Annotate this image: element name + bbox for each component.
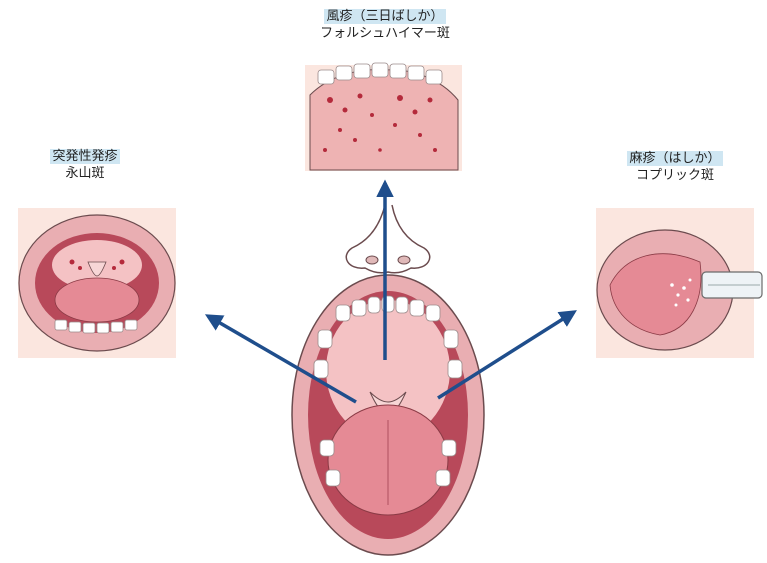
left-inset-tongue [55,278,139,322]
right-inset-illustration [596,208,762,358]
label-exanthem-subitum: 突発性発疹 永山斑 [25,148,145,182]
top-inset-illustration [305,63,462,171]
label-rubella: 風疹（三日ばしか） フォルシュハイマー斑 [280,8,490,42]
label-measles-sign: コプリック斑 [600,167,750,184]
label-measles-disease: 麻疹（はしか） [627,151,722,166]
right-nostril [398,256,410,264]
nose-outline [346,205,429,273]
top-inset-palate [310,70,458,170]
label-exanthem-subitum-disease: 突発性発疹 [50,149,119,164]
left-nostril [366,256,378,264]
label-measles: 麻疹（はしか） コプリック斑 [600,150,750,184]
left-inset-illustration [18,208,176,358]
label-rubella-disease: 風疹（三日ばしか） [324,9,445,24]
label-exanthem-subitum-sign: 永山斑 [25,165,145,182]
label-rubella-sign: フォルシュハイマー斑 [280,25,490,42]
